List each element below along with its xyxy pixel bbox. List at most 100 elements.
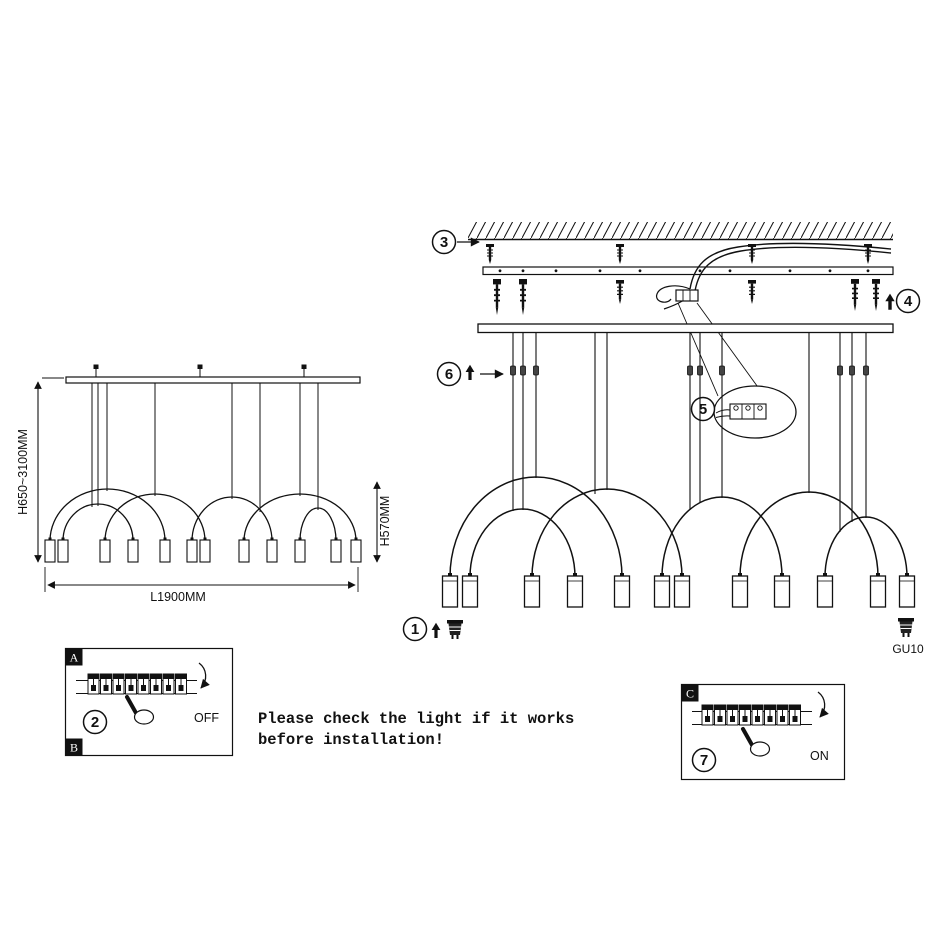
canopy	[477, 323, 894, 334]
screw-icon	[850, 278, 860, 312]
corner-tag-b	[65, 738, 83, 756]
lamp-cylinder	[566, 572, 584, 608]
corner-letter: C	[686, 687, 694, 701]
cord-grip-icon	[863, 365, 869, 376]
mounting-bar-holes	[498, 269, 870, 273]
lamp-cylinder	[898, 572, 916, 608]
screw-icon	[871, 278, 881, 312]
ceiling	[468, 222, 893, 241]
step-number: 7	[700, 752, 708, 769]
step-3-marker: 3	[431, 229, 480, 255]
step-6-marker: 6	[436, 361, 504, 387]
step-4-marker: 4	[885, 288, 921, 314]
dimension-length: L1900MM	[44, 567, 359, 604]
mounting-bar	[482, 266, 894, 276]
length-label: L1900MM	[150, 590, 206, 604]
lamp-cylinder	[816, 572, 834, 608]
screw-icon	[747, 243, 757, 265]
step-circle	[690, 396, 716, 422]
breaker-panel-off: A B 2 OFF	[64, 647, 234, 757]
suspension-cords	[512, 333, 867, 532]
screw-icon	[747, 279, 757, 305]
up-arrow-icon	[885, 293, 895, 310]
lamp-cylinder	[673, 572, 691, 608]
breaker-panel-on: C 7 ON	[680, 683, 846, 781]
cord-grip-icon	[687, 365, 693, 376]
lamp-cylinder	[523, 572, 541, 608]
notice-text: Please check the light if it works befor…	[258, 710, 574, 749]
cord-grip-icon	[510, 365, 516, 376]
notice-line-2: before installation!	[258, 731, 444, 749]
arched-arms	[449, 476, 908, 578]
lamp-cylinder	[613, 572, 631, 608]
step-number: 5	[699, 401, 707, 418]
canopy-small	[65, 376, 361, 384]
cord-grips	[510, 365, 869, 376]
suspension-cords-small	[91, 383, 319, 512]
connector-detail	[677, 302, 797, 439]
step-circle	[82, 709, 108, 735]
step-number: 3	[440, 234, 448, 251]
corner-letter: B	[70, 741, 78, 755]
corner-tag-c	[681, 684, 699, 702]
screw-icon	[615, 279, 625, 305]
step-1-marker: 1	[402, 616, 464, 642]
cord-grip-icon	[849, 365, 855, 376]
terminal-block	[729, 403, 767, 420]
lamp-cylinder	[441, 572, 459, 608]
lamp-cylinder	[653, 572, 671, 608]
step-number: 2	[91, 714, 99, 731]
lamp-holders	[441, 572, 916, 608]
off-label: OFF	[194, 711, 219, 725]
bulb-type: GU10	[892, 617, 924, 656]
step-circle	[691, 747, 717, 773]
step-circle	[895, 288, 921, 314]
dimension-fixture-drop: H570MM	[373, 481, 392, 563]
lamp-cylinder	[773, 572, 791, 608]
step-circle	[436, 361, 462, 387]
bulb-type-label: GU10	[892, 642, 924, 656]
step-circle	[402, 616, 428, 642]
cord-grip-icon	[697, 365, 703, 376]
screw-icon	[485, 243, 495, 265]
arched-arms-small	[49, 488, 357, 542]
height-range-label: H650~3100MM	[16, 429, 30, 515]
cord-grip-icon	[837, 365, 843, 376]
dimension-height-range: H650~3100MM	[16, 377, 64, 563]
flip-arrow	[817, 691, 829, 718]
corner-tag-a	[65, 648, 83, 666]
up-arrow-icon	[431, 622, 441, 638]
fixture-drop-label: H570MM	[378, 496, 392, 547]
notice-line-1: Please check the light if it works	[258, 710, 574, 728]
step-number: 6	[445, 366, 453, 383]
gu10-bulb-icon	[446, 619, 464, 640]
cord-grip-icon	[520, 365, 526, 376]
step-number: 4	[904, 293, 913, 310]
lamp-holders-small	[44, 536, 362, 563]
panel-frame	[64, 647, 234, 757]
step-number: 1	[411, 621, 419, 638]
lamp-cylinder	[461, 572, 479, 608]
gu10-bulb-icon	[897, 617, 915, 638]
screw-icon	[492, 278, 502, 316]
pointing-hand-icon	[125, 695, 155, 725]
up-arrow-icon	[465, 364, 475, 380]
pointing-hand-icon	[741, 727, 771, 757]
on-label: ON	[810, 749, 829, 763]
dimension-drawing: H650~3100MM H570MM L1900MM	[16, 364, 392, 604]
ceiling-stubs	[93, 364, 307, 377]
wire-junction	[675, 289, 699, 302]
ceiling-hatch	[468, 222, 893, 239]
cord-grip-icon	[533, 365, 539, 376]
screw-icon	[615, 243, 625, 265]
corner-letter: A	[70, 651, 79, 665]
lamp-cylinder	[869, 572, 887, 608]
cord-grip-icon	[719, 365, 725, 376]
step-5-marker: 5	[690, 396, 716, 422]
flip-arrow	[198, 662, 210, 689]
supply-wires	[655, 242, 892, 310]
screw-icon	[518, 278, 528, 316]
lamp-cylinder	[731, 572, 749, 608]
